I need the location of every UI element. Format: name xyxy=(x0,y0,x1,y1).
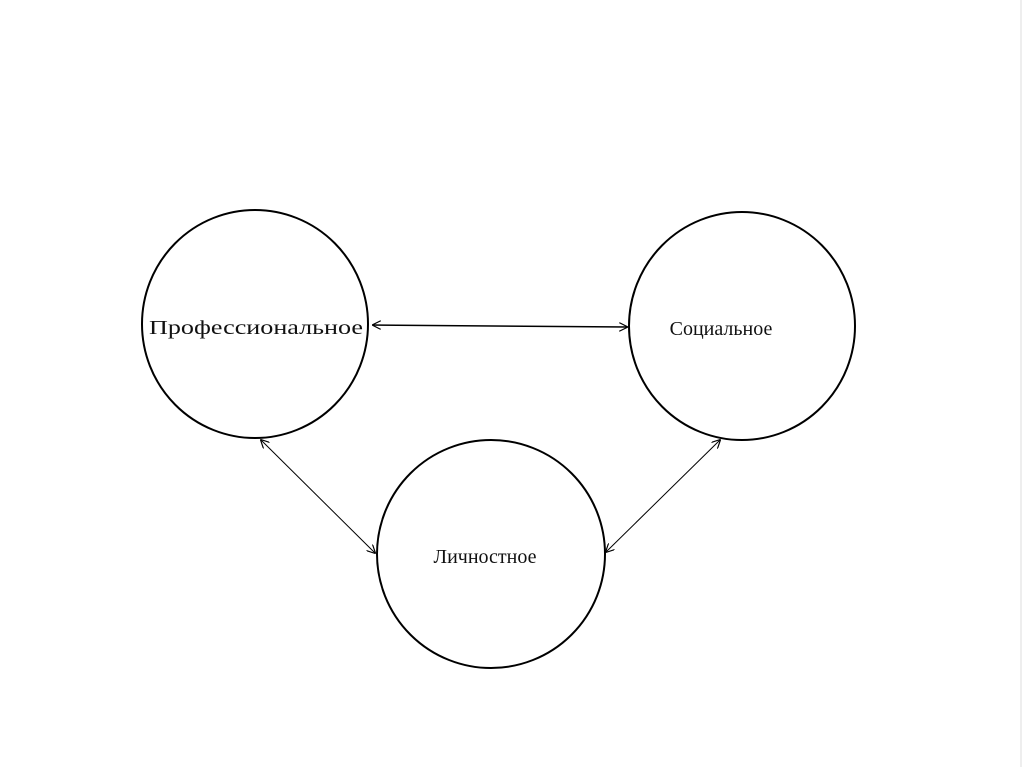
node-social-circle xyxy=(628,211,856,441)
node-professional-circle xyxy=(141,209,369,439)
node-personal-circle xyxy=(376,439,606,669)
node-personal-label: Личностное xyxy=(434,546,537,568)
node-social-label: Социальное xyxy=(670,318,773,340)
edge-professional-social-arrow xyxy=(373,325,627,327)
edge-professional-personal-arrow xyxy=(261,440,375,553)
node-professional-label: Профессиональное xyxy=(149,317,363,339)
edge-social-personal-arrow xyxy=(606,440,720,552)
